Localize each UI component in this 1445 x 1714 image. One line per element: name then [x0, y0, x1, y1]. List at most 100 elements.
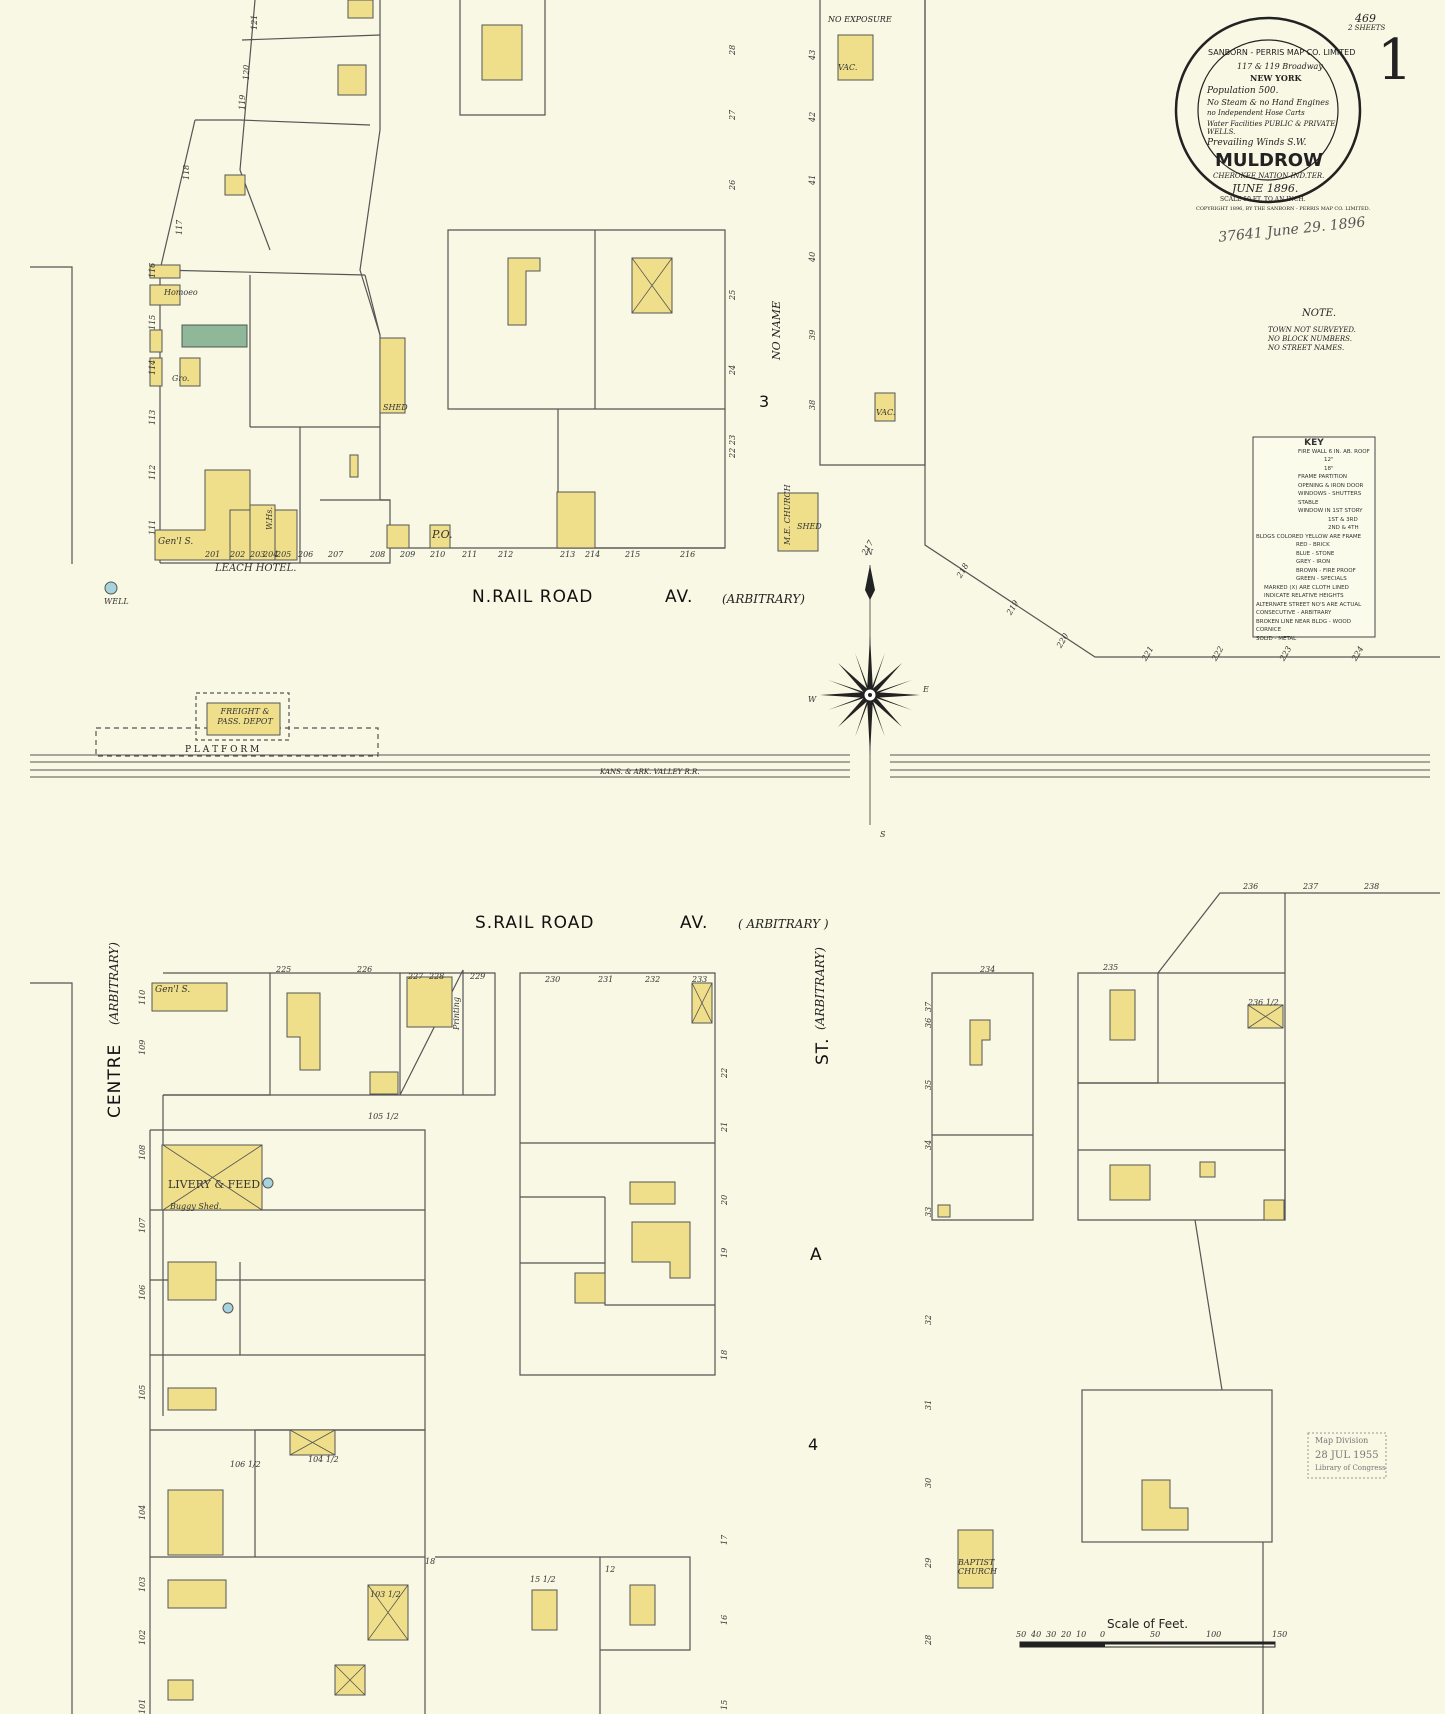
lot-number: 108 — [138, 1144, 147, 1160]
lot-number: 211 — [462, 550, 478, 559]
lot-number: 121 — [250, 14, 259, 30]
lot-number: 22 — [720, 1067, 729, 1078]
seal-copyright: COPYRIGHT 1896, BY THE SANBORN - PERRIS … — [1196, 206, 1371, 212]
seal-location: CHEROKEE NATION IND.TER. — [1213, 172, 1325, 180]
lot-number: 207 — [328, 550, 344, 559]
lot-number: 205 — [276, 550, 292, 559]
key-item-11: RED - BRICK — [1296, 542, 1330, 548]
lot-number: 114 — [148, 359, 157, 375]
key-item-17: INDICATE RELATIVE HEIGHTS — [1264, 593, 1344, 599]
lot-number: 15 — [720, 1699, 729, 1710]
lot-number: 227 — [408, 972, 424, 981]
lot-number: 117 — [175, 219, 184, 235]
corner-note-top: 469 — [1355, 12, 1376, 25]
leach-hotel-label: LEACH HOTEL. — [215, 563, 297, 574]
key-item-6: STABLE — [1298, 499, 1319, 506]
street-s-rail-road: S.RAIL ROAD — [475, 913, 595, 933]
key-item-14: BROWN - FIRE PROOF — [1296, 567, 1356, 574]
lot-number: 31 — [924, 1399, 933, 1410]
lot-number: 104 — [138, 1504, 147, 1520]
sheet-number: 1 — [1377, 28, 1413, 93]
seal-winds: Prevailing Winds S.W. — [1207, 138, 1307, 148]
lot-number: 43 — [808, 49, 817, 60]
lot-number: 208 — [370, 550, 386, 559]
lot-number: 101 — [138, 1698, 147, 1714]
stamp-line-2: 28 JUL 1955 — [1315, 1450, 1379, 1461]
lot-number: 110 — [138, 989, 147, 1005]
lot-number: 35 — [924, 1079, 933, 1090]
lot-number: 212 — [498, 550, 514, 559]
lot-number: 25 — [728, 289, 737, 300]
lot-number: 237 — [1303, 882, 1319, 891]
lot-number: 201 — [205, 550, 221, 559]
lot-number: 40 — [808, 251, 817, 262]
lot-number: 230 — [545, 975, 561, 984]
no-exposure-note: NO EXPOSURE — [828, 15, 892, 24]
key-item-21: SOLID - METAL — [1256, 635, 1297, 642]
lot-number: 105 1/2 — [368, 1112, 399, 1121]
lot-number: 17 — [720, 1534, 729, 1545]
lot-number: 27 — [728, 109, 737, 120]
stamp-box — [1307, 1432, 1387, 1479]
stamp-line-1: Map Division — [1315, 1436, 1369, 1445]
lot-number: 28 — [924, 1634, 933, 1645]
street-a-st: ST. — [813, 1037, 833, 1065]
lot-number: 109 — [138, 1039, 147, 1055]
lot-number: 37 — [924, 1001, 933, 1012]
lot-number: 16 — [720, 1614, 729, 1625]
lot-number: 32 — [924, 1314, 933, 1325]
lot-number: 106 1/2 — [230, 1460, 261, 1469]
railway-label: KANS. & ARK. VALLEY R.R. — [600, 768, 700, 776]
lot-number: 36 — [924, 1017, 933, 1028]
lot-number: 18 — [720, 1349, 729, 1360]
key-legend: KEY FIRE WALL 6 IN. AB. ROOF 12" 18" FRA… — [1256, 439, 1372, 643]
lot-number: 21 — [720, 1121, 729, 1132]
lot-number: 215 — [625, 550, 641, 559]
lot-number: 15 1/2 — [530, 1575, 556, 1584]
lot-number: 115 — [148, 314, 157, 330]
post-office-label: P.O. — [432, 528, 453, 541]
vac-label-2: VAC. — [876, 408, 896, 417]
scale-tick-2: 30 — [1046, 1630, 1057, 1639]
key-item-12: BLUE - STONE — [1296, 550, 1335, 557]
key-item-9: 2ND & 4TH — [1328, 525, 1359, 531]
lot-number: 235 — [1103, 963, 1119, 972]
corner-note-sheets: 2 SHEETS — [1348, 24, 1386, 32]
lot-number: 116 — [148, 262, 157, 278]
lot-number: 210 — [430, 550, 446, 559]
lot-number: 202 — [230, 550, 246, 559]
me-church-label: M.E. CHURCH — [783, 484, 792, 545]
lot-number: 228 — [429, 972, 445, 981]
block-number-3: 3 — [759, 392, 770, 411]
lot-number: 103 1/2 — [370, 1590, 401, 1599]
lot-number: 106 — [138, 1284, 147, 1300]
lot-number: 120 — [242, 64, 251, 80]
street-n-av: AV. — [665, 587, 694, 607]
scale-title: Scale of Feet. — [1107, 1617, 1189, 1631]
note-line-3: NO STREET NAMES. — [1268, 344, 1345, 352]
seal-hose: no Independent Hose Carts — [1207, 109, 1305, 117]
key-item-13: GREY - IRON — [1296, 559, 1331, 565]
compass-rose — [820, 565, 920, 825]
scale-tick-7: 100 — [1206, 1630, 1222, 1639]
lot-number: 238 — [1364, 882, 1380, 891]
scale-tick-1: 40 — [1031, 1630, 1042, 1639]
stamp-line-3: Library of Congress — [1315, 1464, 1386, 1472]
note-line-2: NO BLOCK NUMBERS. — [1268, 335, 1352, 343]
lot-number: 19 — [720, 1247, 729, 1258]
block-number-4: 4 — [808, 1435, 819, 1454]
scale-tick-0: 50 — [1016, 1630, 1027, 1639]
homoeo-label: Homoeo — [164, 288, 198, 297]
note-line-1: TOWN NOT SURVEYED. — [1268, 326, 1356, 334]
scale-tick-5: 0 — [1100, 1630, 1106, 1639]
street-centre-arbitrary: (ARBITRARY) — [107, 942, 121, 1025]
key-item-10: BLDGS COLORED YELLOW ARE FRAME — [1256, 533, 1362, 540]
buggy-shed-label: Buggy Shed. — [170, 1202, 222, 1211]
scale-tick-8: 150 — [1272, 1630, 1288, 1639]
lot-number: 12 — [605, 1565, 616, 1574]
lot-number: 24 — [728, 364, 737, 375]
key-item-20: BROKEN LINE NEAR BLDG - WOOD CORNICE — [1256, 618, 1351, 634]
note-heading: NOTE. — [1302, 308, 1337, 319]
key-title: KEY — [1304, 438, 1324, 448]
scale-bar — [1019, 1641, 1276, 1648]
